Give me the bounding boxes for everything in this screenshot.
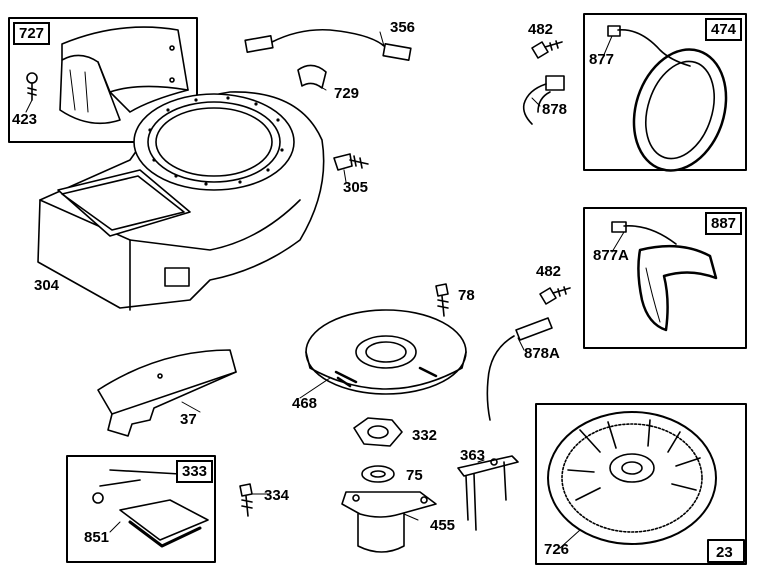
box-727 [8,17,198,143]
box-23 [535,403,747,565]
label-455: 455 [430,517,456,534]
label-877: 877 [589,51,615,68]
label-78: 78 [458,287,475,304]
washer-75 [361,465,395,483]
label-23: 23 [716,544,733,561]
screw-78 [435,283,449,317]
label-727: 727 [13,22,51,45]
label-356: 356 [390,19,416,36]
label-37: 37 [180,411,197,428]
wire-878 [522,75,565,125]
bracket-455 [341,491,437,553]
label-851: 851 [84,529,110,546]
label-333: 333 [176,460,214,483]
label-887: 887 [705,212,743,235]
wire-878a [486,317,553,421]
screw-482-top [531,40,563,59]
label-305: 305 [343,179,369,196]
screw-305 [333,153,369,171]
box-474 [583,13,747,172]
label-877a: 877A [593,247,629,264]
screw-482-mid [539,286,571,305]
label-332: 332 [412,427,438,444]
baffle-37 [97,349,237,437]
label-729: 729 [334,85,360,102]
blower-housing-304 [37,91,325,311]
label-363: 363 [460,447,486,464]
box-333 [66,455,216,563]
label-334: 334 [264,487,290,504]
label-474: 474 [705,18,743,41]
label-304: 304 [34,277,60,294]
screw-423 [26,72,38,101]
wire-356 [244,28,412,61]
label-726: 726 [544,541,570,558]
flywheel-cover-468 [305,309,467,395]
label-482-mid: 482 [536,263,562,280]
bracket-363 [457,455,519,531]
label-468: 468 [292,395,318,412]
nut-332 [353,417,403,447]
label-75: 75 [406,467,423,484]
label-878a: 878A [524,345,560,362]
screw-334 [239,483,253,517]
box-887 [583,207,747,349]
leader-lines [25,31,625,549]
grommet-729 [297,64,327,89]
label-423: 423 [12,111,38,128]
label-482-top: 482 [528,21,554,38]
label-878: 878 [542,101,568,118]
